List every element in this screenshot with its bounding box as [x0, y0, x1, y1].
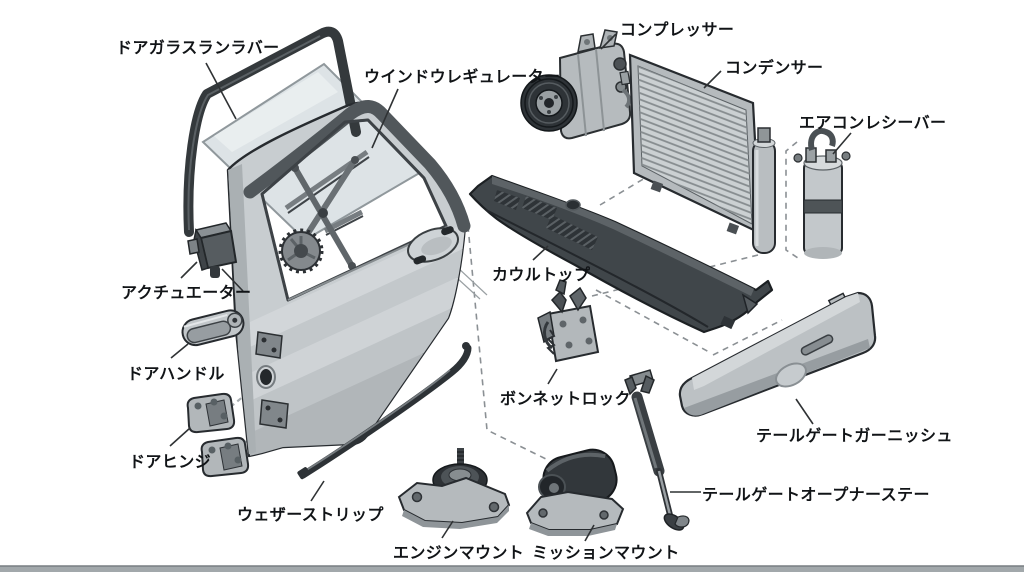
label-engine-mount: エンジンマウント	[393, 544, 524, 562]
leader-lines	[169, 33, 852, 542]
label-window-regulator: ウインドウレギュレーター	[364, 67, 560, 86]
tailgate-opener-stay-part	[624, 369, 690, 531]
label-ac-receiver: エアコンレシーバー	[799, 114, 946, 132]
weather-strip-part	[297, 342, 472, 480]
engine-mount-part	[397, 448, 511, 529]
label-door-handle: ドアハンドル	[127, 366, 225, 383]
door-handle-part	[181, 309, 245, 347]
install-arrow-icon	[741, 293, 759, 315]
bottom-edge-strip	[0, 565, 1024, 572]
ac-receiver-part	[793, 128, 851, 259]
label-actuator: アクチュエーター	[121, 284, 251, 302]
label-mission-mount: ミッションマウント	[532, 544, 680, 562]
label-bonnet-lock: ボンネットロック	[500, 390, 631, 408]
label-compressor: コンプレッサー	[620, 20, 734, 39]
label-door-glass-run-rubber: ドアガラスランラバー	[116, 39, 280, 57]
actuator-part	[187, 222, 238, 278]
door-glass-run-rubber-part	[183, 26, 361, 237]
label-tailgate-garnish: テールゲートガーニッシュ	[756, 426, 953, 445]
cowl-top-part	[468, 174, 774, 334]
door-panel	[226, 100, 471, 458]
label-door-hinge: ドアヒンジ	[129, 454, 211, 471]
compressor-part	[520, 29, 632, 140]
condenser-part	[619, 53, 776, 254]
bonnet-lock-part	[537, 279, 600, 363]
tailgate-garnish-part	[678, 291, 877, 417]
label-condenser: コンデンサー	[725, 58, 823, 77]
label-tailgate-opener-stay: テールゲートオープナーステー	[702, 485, 930, 504]
window-regulator-part	[278, 149, 370, 274]
label-cowl-top: カウルトップ	[492, 265, 591, 284]
label-weather-strip: ウェザーストリップ	[237, 505, 384, 524]
part-labels: ドアガラスランラバー ウインドウレギュレーター コンプレッサー コンデンサー エ…	[116, 20, 953, 562]
handle-recess	[407, 226, 459, 265]
mission-mount-part	[525, 448, 625, 536]
